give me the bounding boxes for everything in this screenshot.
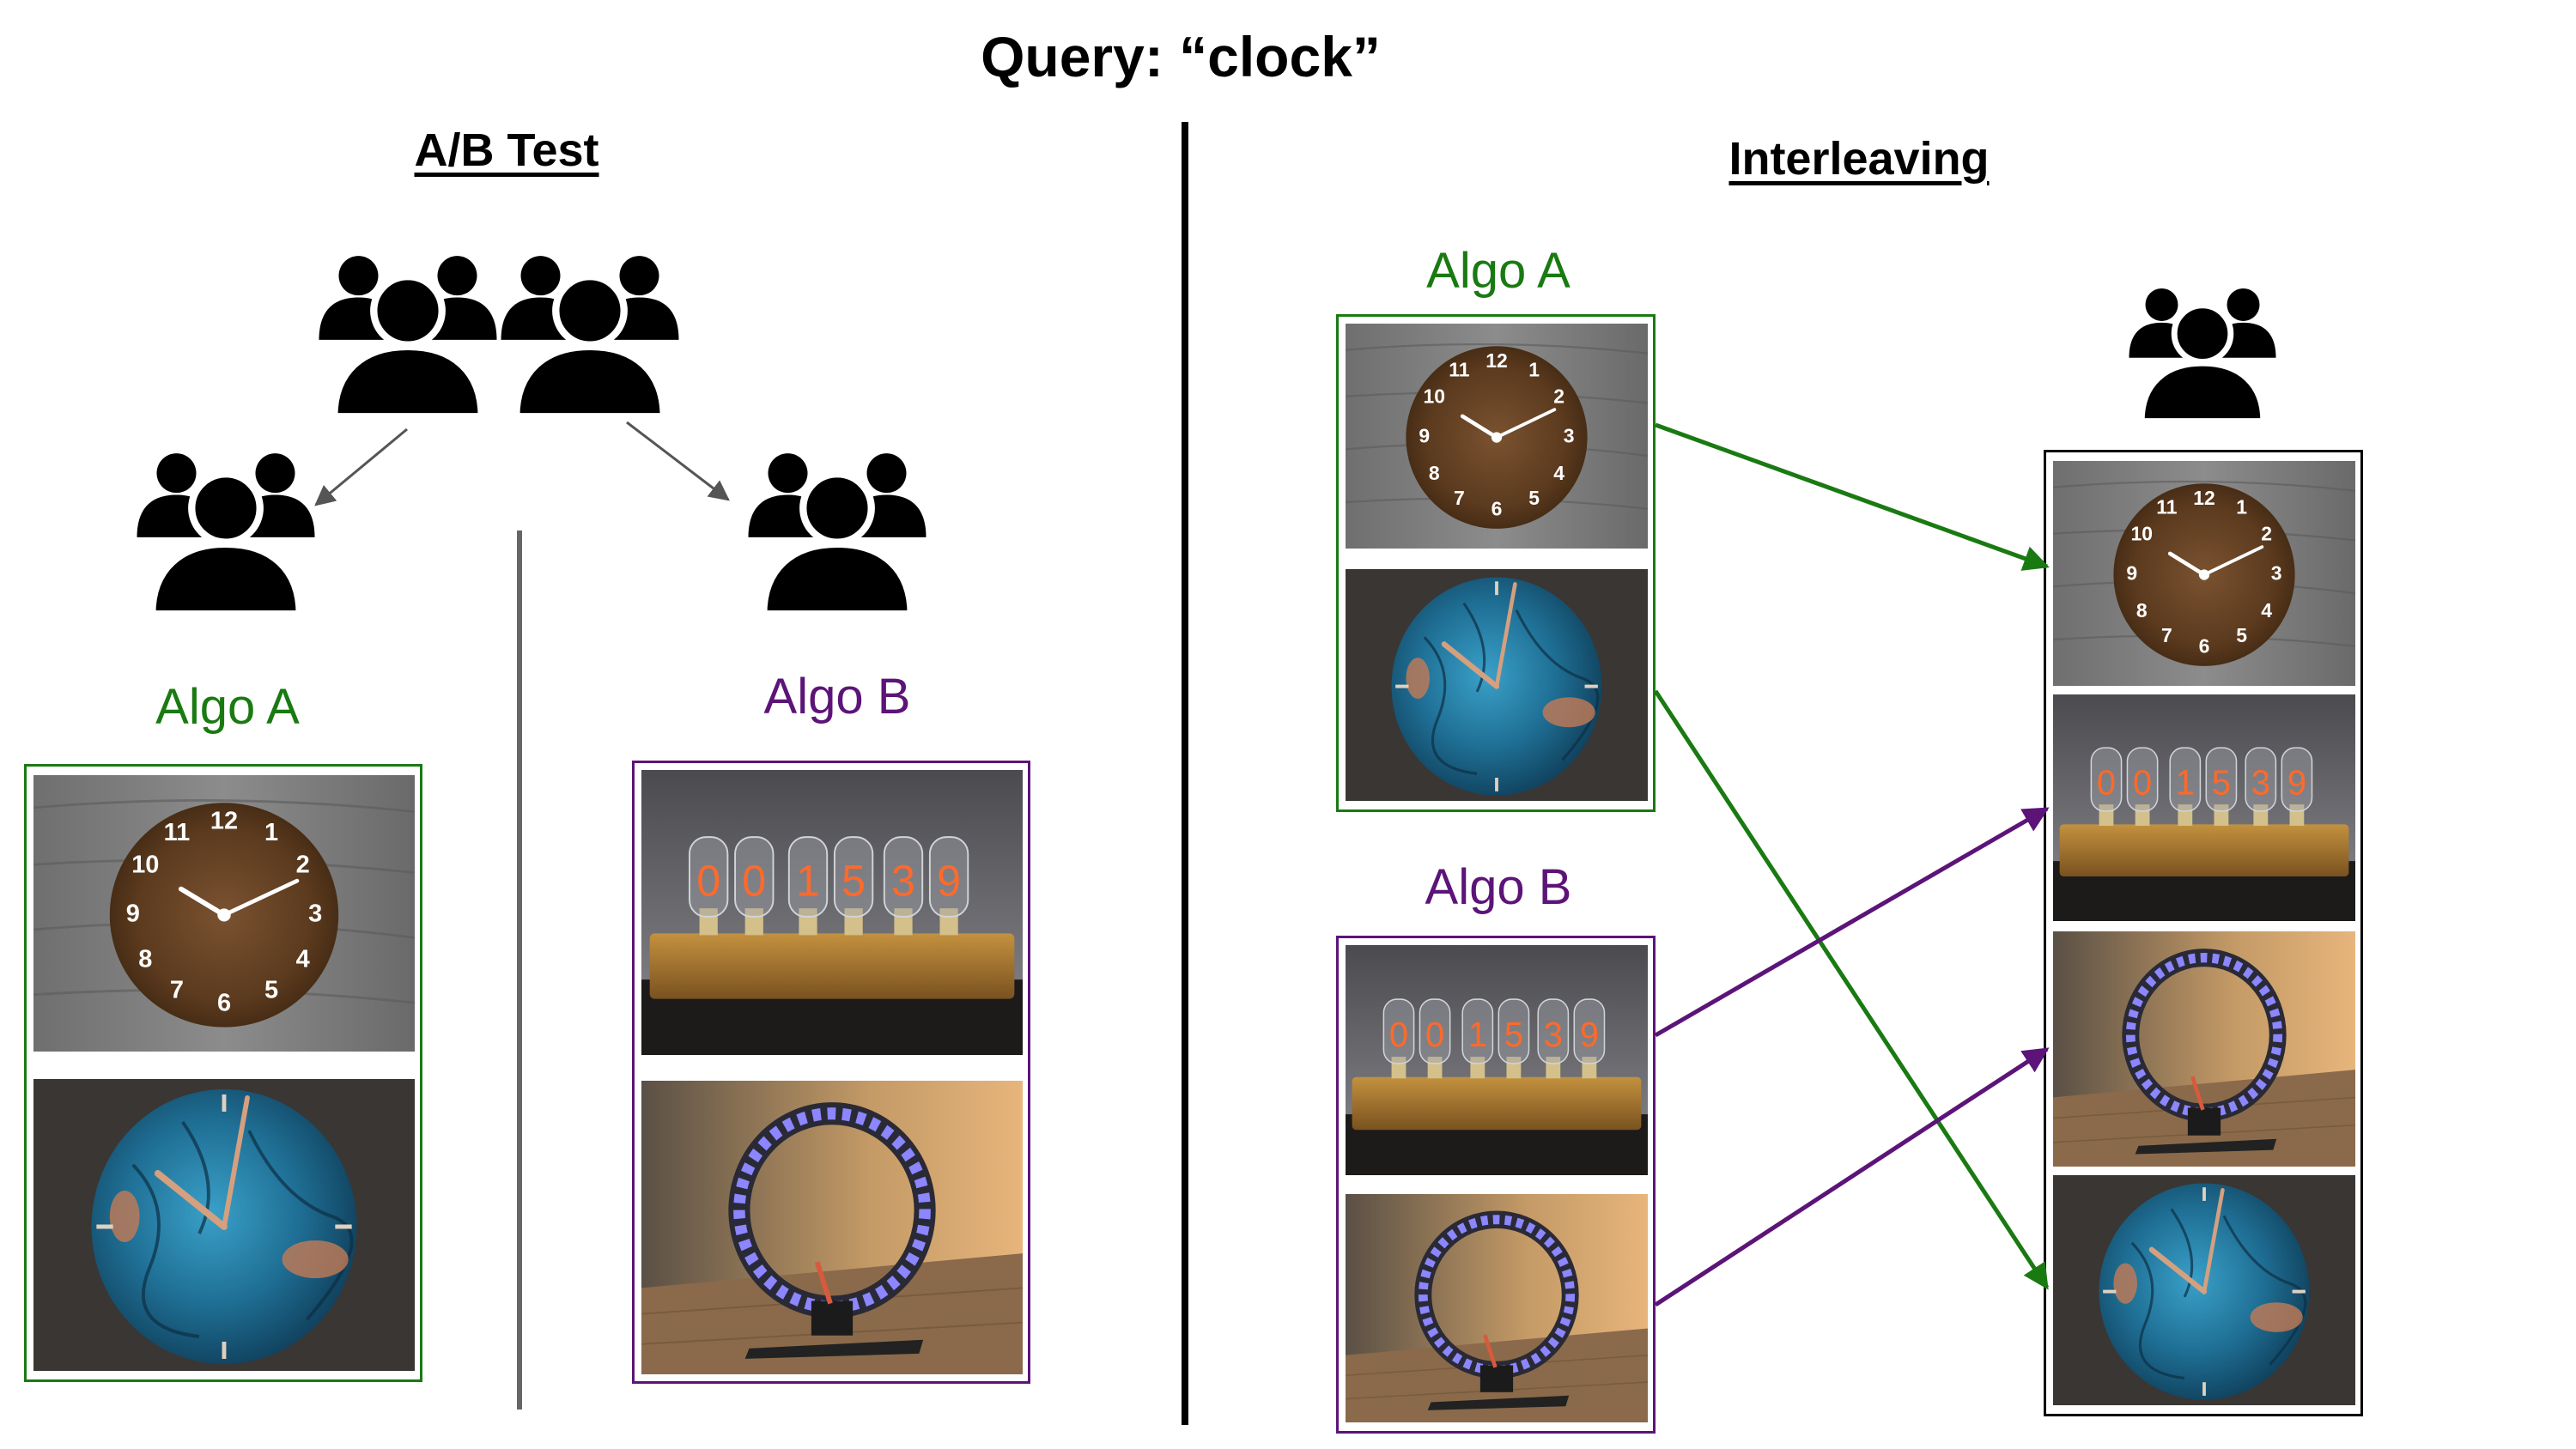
ab-algo-a-label: Algo A [155,679,300,735]
il-algo-a-label: Algo A [1426,243,1571,299]
split-arrows [314,421,730,506]
split-arrow-left [314,427,408,506]
il-algo-b-results [1336,936,1656,1434]
interleaving-heading: Interleaving [1728,133,1990,185]
main-divider [1182,122,1188,1425]
ab-inner-divider [517,530,522,1410]
ab-algo-a-results [24,764,422,1382]
il-algo-a-results [1336,314,1656,812]
il-algo-b-label: Algo B [1425,859,1572,915]
interleave-arrow-a2 [1653,689,2050,1290]
interleave-arrow-a1 [1655,422,2050,571]
ab-algo-b-label: Algo B [763,669,911,724]
ab-algo-b-results [632,761,1030,1384]
ab-test-heading: A/B Test [414,124,599,176]
interleave-arrow-b1 [1654,806,2050,1038]
il-merged-results [2044,450,2363,1416]
diagram-title: Query: “clock” [981,25,1381,88]
interleave-arrow-b2 [1654,1046,2050,1307]
split-arrow-right [626,421,730,501]
